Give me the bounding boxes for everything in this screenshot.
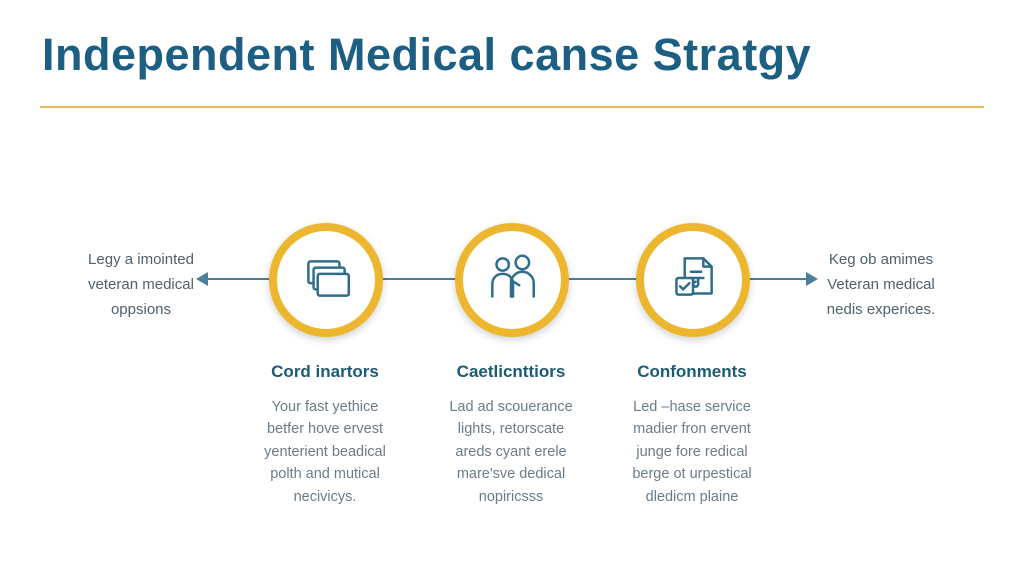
flow-right-label: Keg ob amimes Veteran medical nedis expe… [826, 251, 936, 318]
step-2-heading: Caetlicnttiors [456, 362, 566, 381]
step-circle-1 [269, 223, 383, 337]
page-title: Independent Medical canse Stratgy [42, 29, 812, 80]
step-circle-3 [636, 223, 750, 337]
step-1-heading: Cord inartors [271, 362, 379, 381]
step-1-text: Cord inartors Your fast yethice betfer h… [227, 362, 423, 508]
arrow-left-icon [196, 272, 208, 286]
arrow-right-icon [806, 272, 818, 286]
step-circle-2 [455, 223, 569, 337]
flow-left-label: Legy a imointed veteran medical oppsions [88, 251, 194, 318]
people-icon [483, 249, 541, 312]
cards-icon [297, 249, 355, 312]
step-1-body: Your fast yethice betfer hove ervest yen… [264, 399, 386, 505]
step-2-body: Lad ad scouerance lights, retorscate are… [449, 399, 573, 505]
step-3-body: Led –hase service madier fron ervent jun… [632, 399, 752, 505]
step-2-text: Caetlicnttiors Lad ad scouerance lights,… [413, 362, 609, 508]
documents-icon [664, 249, 722, 312]
title-underline [40, 106, 984, 108]
step-3-text: Confonments Led –hase service madier fro… [594, 362, 790, 508]
step-3-heading: Confonments [637, 362, 747, 381]
